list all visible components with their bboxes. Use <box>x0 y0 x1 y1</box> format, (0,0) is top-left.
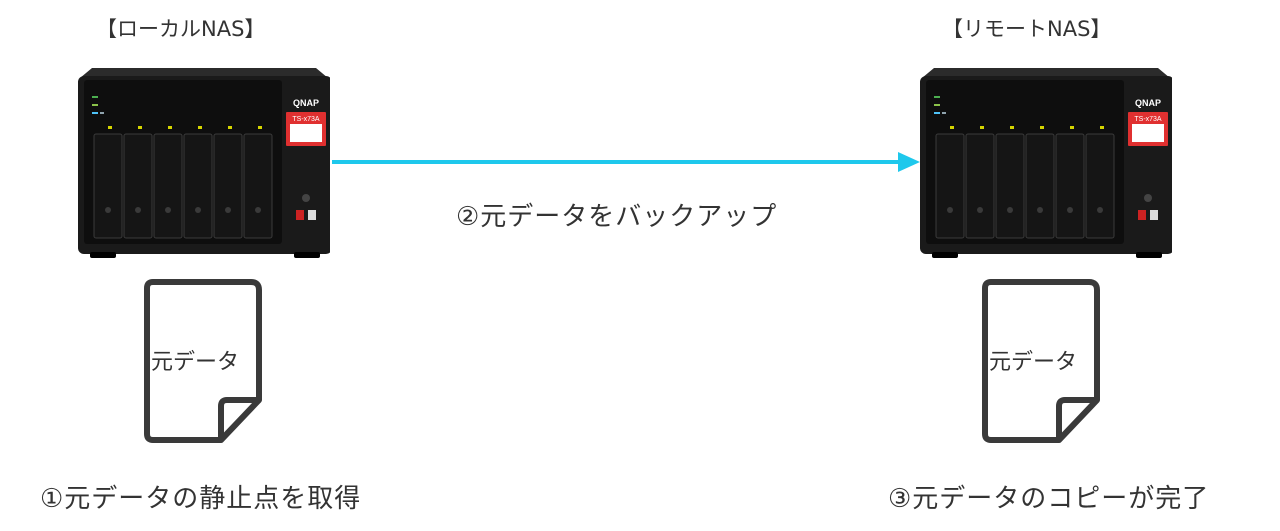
svg-text:TS-x73A: TS-x73A <box>1134 116 1162 123</box>
svg-text:QNAP: QNAP <box>293 98 319 108</box>
local-document-icon <box>144 279 262 443</box>
step3-label: ③元データのコピーが完了 <box>888 484 1210 514</box>
step2-label: ②元データをバックアップ <box>456 202 778 232</box>
svg-text:TS-x73A: TS-x73A <box>292 116 320 123</box>
svg-text:QNAP: QNAP <box>1135 98 1161 108</box>
local-document-label: 元データ <box>151 350 240 375</box>
local-nas-title: 【ローカルNAS】 <box>96 17 266 41</box>
step1-label: ①元データの静止点を取得 <box>40 484 362 514</box>
remote-document-label: 元データ <box>989 350 1078 375</box>
remote-nas-title: 【リモートNAS】 <box>942 17 1112 41</box>
local-nas-icon: QNAP TS-x73A <box>78 68 330 258</box>
remote-nas-icon: QNAP TS-x73A <box>920 68 1172 258</box>
backup-arrow-icon <box>332 152 920 172</box>
remote-document-icon <box>982 279 1100 443</box>
